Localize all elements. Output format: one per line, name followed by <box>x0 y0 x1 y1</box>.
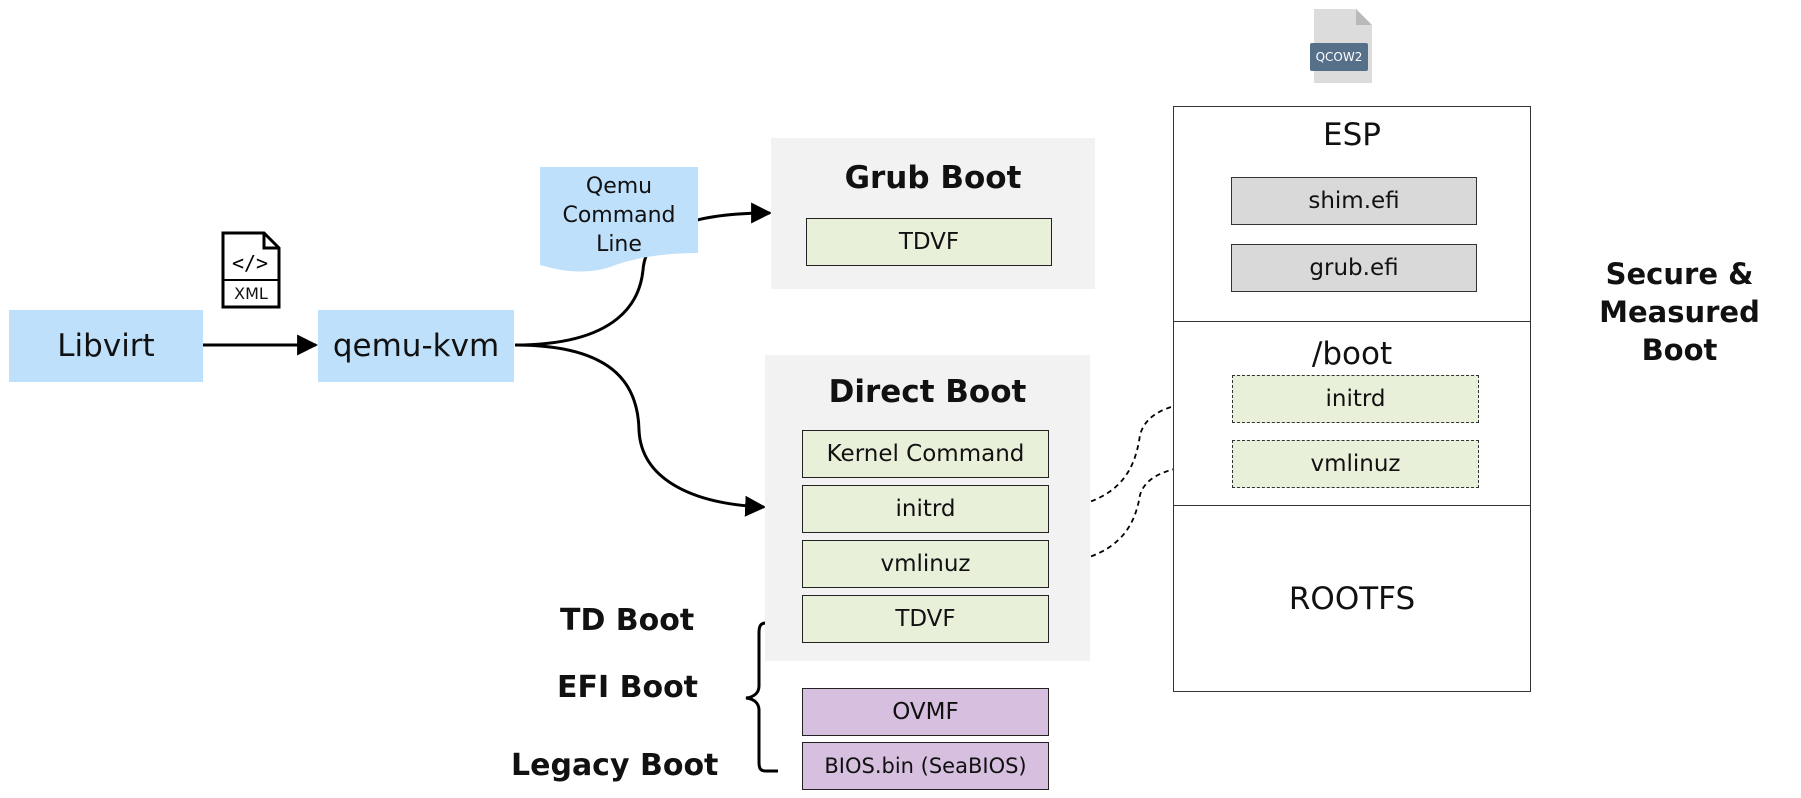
disk-rootfs-partition: ROOTFS <box>1173 505 1531 692</box>
qemu-command-line-label: Qemu Command Line <box>562 173 676 257</box>
disk-esp-partition: ESP shim.efi grub.efi <box>1173 106 1531 322</box>
libvirt-box: Libvirt <box>9 310 203 382</box>
ovmf-box: OVMF <box>802 688 1049 736</box>
boot-initrd: initrd <box>1232 375 1479 423</box>
arrow-qemu-grub <box>514 202 773 347</box>
esp-shim-efi: shim.efi <box>1231 177 1477 225</box>
bios-box: BIOS.bin (SeaBIOS) <box>802 742 1049 790</box>
direct-boot-kernel-command: Kernel Command <box>802 430 1049 478</box>
esp-title: ESP <box>1323 117 1381 153</box>
esp-grub-efi: grub.efi <box>1231 244 1477 292</box>
svg-text:</>: </> <box>232 251 268 275</box>
qemu-command-line-doc: Qemu Command Line <box>540 167 698 273</box>
xml-icon-label: XML <box>234 283 268 303</box>
direct-boot-vmlinuz: vmlinuz <box>802 540 1049 588</box>
legacy-boot-label: Legacy Boot <box>511 748 719 783</box>
qcow2-icon-label: QCOW2 <box>1315 50 1363 64</box>
td-boot-label: TD Boot <box>560 603 695 638</box>
grub-boot-title: Grub Boot <box>844 160 1022 196</box>
qemu-kvm-box: qemu-kvm <box>318 310 514 382</box>
rootfs-title: ROOTFS <box>1288 580 1416 617</box>
grub-boot-panel: Grub Boot TDVF <box>771 138 1095 289</box>
boot-title: /boot <box>1311 336 1393 372</box>
grub-boot-tdvf: TDVF <box>806 218 1052 266</box>
efi-boot-label: EFI Boot <box>557 670 699 705</box>
disk-boot-partition: /boot initrd vmlinuz <box>1173 321 1531 506</box>
qemu-kvm-label: qemu-kvm <box>332 328 500 364</box>
boot-type-brace <box>745 621 778 773</box>
direct-boot-tdvf: TDVF <box>802 595 1049 643</box>
boot-vmlinuz: vmlinuz <box>1232 440 1479 488</box>
libvirt-label: Libvirt <box>57 328 155 364</box>
direct-boot-title: Direct Boot <box>828 374 1027 410</box>
direct-boot-panel: Direct Boot Kernel Command initrd vmlinu… <box>765 355 1090 661</box>
xml-file-icon: </> XML <box>220 230 282 310</box>
direct-boot-initrd: initrd <box>802 485 1049 533</box>
secure-measured-boot-label: Secure & Measured Boot <box>1599 257 1760 367</box>
arrow-qemu-direct <box>514 343 767 517</box>
qcow2-file-icon: QCOW2 <box>1310 5 1376 85</box>
